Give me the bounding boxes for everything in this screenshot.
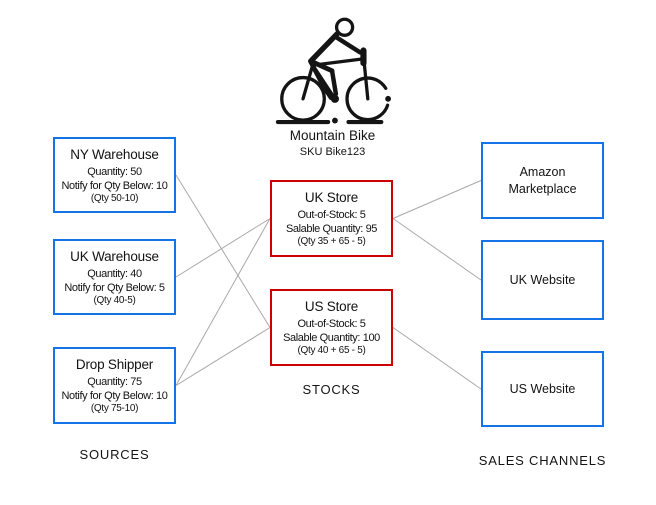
channel-box-uk-website: UK Website (481, 240, 604, 320)
stock-box-uk-store: UK Store Out-of-Stock: 5 Salable Quantit… (270, 180, 393, 257)
qty-formula-note: (Qty 40-5) (93, 295, 136, 306)
source-box-uk-warehouse: UK Warehouse Quantity: 40 Notify for Qty… (53, 239, 176, 315)
box-title: US Store (304, 299, 359, 314)
channel-box-amazon-marketplace: Amazon Marketplace (481, 142, 604, 219)
quantity-text: Quantity: 40 (87, 268, 142, 280)
product-header: Mountain Bike SKU Bike123 (250, 4, 415, 159)
source-box-drop-shipper: Drop Shipper Quantity: 75 Notify for Qty… (53, 347, 176, 424)
box-title: UK Website (509, 272, 576, 287)
connection-line-ny_warehouse-to-us_store (175, 174, 271, 328)
channel-box-us-website: US Website (481, 351, 604, 427)
connection-line-uk_warehouse-to-uk_store (175, 218, 271, 278)
connection-line-us_store-to-us_website (392, 327, 482, 390)
box-title: NY Warehouse (70, 147, 159, 162)
connection-line-uk_store-to-uk_website (392, 218, 482, 281)
salable-quantity-text: Salable Quantity: 100 (283, 331, 380, 344)
sources-column-label: SOURCES (79, 447, 150, 462)
quantity-text: Quantity: 75 (87, 376, 142, 388)
product-name: Mountain Bike (289, 128, 376, 143)
box-title: Amazon Marketplace (508, 164, 577, 196)
out-of-stock-text: Out-of-Stock: 5 (297, 318, 366, 330)
bicycle-rider-icon (275, 17, 391, 125)
source-box-ny-warehouse: NY Warehouse Quantity: 50 Notify for Qty… (53, 137, 176, 213)
qty-formula-note: (Qty 50-10) (90, 193, 139, 204)
box-title: US Website (509, 381, 576, 396)
sales-channels-column-label: SALES CHANNELS (478, 453, 607, 468)
box-title: UK Warehouse (70, 249, 159, 264)
product-sku: SKU Bike123 (299, 146, 366, 158)
out-of-stock-text: Out-of-Stock: 5 (297, 209, 366, 221)
box-title: Drop Shipper (75, 357, 154, 372)
notify-threshold-text: Notify for Qty Below: 5 (64, 281, 165, 294)
stocks-column-label: STOCKS (302, 382, 361, 397)
qty-formula-note: (Qty 35 + 65 - 5) (297, 236, 366, 247)
connection-line-drop_shipper-to-uk_store (175, 218, 271, 386)
quantity-text: Quantity: 50 (87, 166, 142, 178)
connection-line-drop_shipper-to-us_store (175, 327, 271, 386)
box-title: UK Store (304, 190, 359, 205)
stock-box-us-store: US Store Out-of-Stock: 5 Salable Quantit… (270, 289, 393, 366)
connection-line-uk_store-to-amazon_marketplace (392, 180, 482, 219)
qty-formula-note: (Qty 75-10) (90, 403, 139, 414)
qty-formula-note: (Qty 40 + 65 - 5) (297, 345, 366, 356)
notify-threshold-text: Notify for Qty Below: 10 (61, 179, 168, 192)
salable-quantity-text: Salable Quantity: 95 (285, 222, 378, 235)
notify-threshold-text: Notify for Qty Below: 10 (61, 389, 168, 402)
